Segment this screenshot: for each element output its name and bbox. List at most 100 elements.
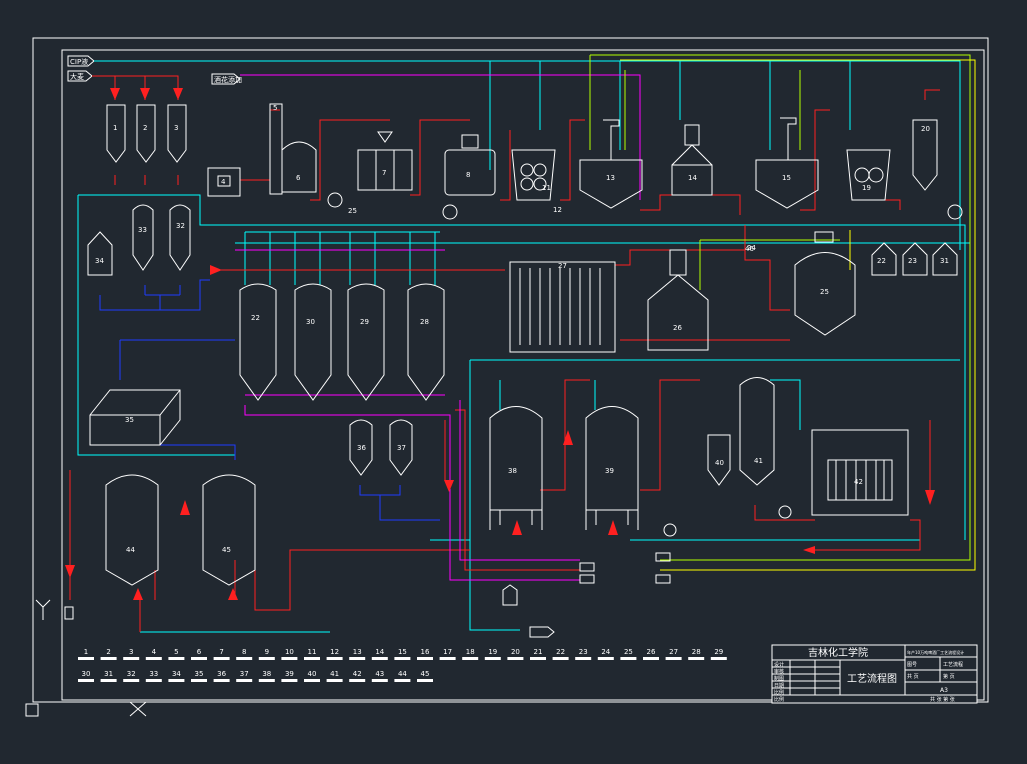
- legend-bar: [123, 679, 140, 682]
- yeast-tank-36: [349, 419, 373, 476]
- right-label-2: 工艺流程: [943, 661, 963, 668]
- legend-number: 35: [195, 670, 204, 678]
- label-4: 4: [221, 178, 226, 186]
- fermenter-30: [294, 283, 332, 401]
- label-46: 46: [745, 245, 754, 253]
- fan-20b: [947, 204, 963, 220]
- sheet-size: A3: [940, 687, 948, 694]
- legend-number: 31: [104, 670, 113, 678]
- title-block: 吉林化工学院 工艺流程图 年产10万吨啤酒厂工艺流程设计 A3 设计 审核 制图…: [771, 644, 978, 704]
- outlet-4: [655, 574, 671, 584]
- legend-bar: [145, 657, 162, 660]
- tank-6: [281, 141, 317, 193]
- silo-1: [106, 104, 126, 163]
- tank-38-legs: [489, 510, 543, 530]
- label-8: 8: [466, 171, 470, 179]
- legend-bar: [507, 657, 524, 660]
- legend-number: 27: [669, 648, 678, 656]
- whirlpool-26: [647, 274, 709, 351]
- legend-bar: [575, 657, 592, 660]
- label-29: 29: [360, 318, 369, 326]
- label-22: 22: [877, 257, 886, 265]
- label-19: 19: [862, 184, 871, 192]
- yeast-tank-25-top: [814, 231, 834, 243]
- kettle-15-agitator: [780, 117, 797, 160]
- legend-number: 34: [172, 670, 181, 678]
- fermenter-21: [239, 283, 277, 401]
- mash-tun-13: [579, 159, 643, 209]
- legend-bar: [78, 657, 94, 660]
- legend-number: 3: [129, 648, 133, 656]
- legend-bar: [281, 679, 298, 682]
- outlet-6: [529, 626, 555, 638]
- label-24: 24: [747, 244, 756, 252]
- legend-bar: [665, 657, 682, 660]
- brine-lines: [99, 279, 440, 521]
- right-label-1: 图号: [907, 662, 917, 668]
- drawing-title: 工艺流程图: [847, 672, 897, 685]
- bright-tank-45: [202, 474, 256, 586]
- label-37: 37: [397, 444, 406, 452]
- pipe-network: [69, 54, 976, 633]
- mill-19: [846, 149, 891, 201]
- label-31: 31: [940, 257, 949, 265]
- inlet-tag-cip: CIP液: [67, 55, 95, 67]
- inner-frame: [61, 49, 985, 701]
- legend-bar: [643, 657, 659, 660]
- outlet-2: [579, 574, 595, 584]
- label-21: 22: [251, 314, 260, 322]
- legend-bar: [258, 679, 275, 682]
- label-6: 6: [296, 174, 301, 182]
- legend-number: 30: [82, 670, 91, 678]
- plate-cooler-27: [509, 261, 616, 353]
- legend-number: 1: [84, 648, 88, 656]
- filter-press-42: [811, 429, 909, 516]
- legend-bar: [236, 657, 253, 660]
- legend-bar: [371, 657, 388, 660]
- legend-number: 14: [375, 648, 384, 656]
- label-25: 25: [820, 288, 829, 296]
- legend-number: 43: [375, 670, 384, 678]
- legend-number: 40: [308, 670, 317, 678]
- legend-number: 38: [262, 670, 271, 678]
- legend-number: 24: [601, 648, 610, 656]
- label-3: 3: [174, 124, 178, 132]
- roller-a: [520, 163, 534, 177]
- legend-bar: [326, 679, 343, 682]
- y-axis-icon: [35, 599, 51, 620]
- fan-8b: [442, 204, 458, 220]
- legend-number: 12: [330, 648, 339, 656]
- x-axis-icon: [129, 701, 147, 717]
- legend-number: 44: [398, 670, 407, 678]
- roller-b: [533, 163, 547, 177]
- right-label-4: 第 页: [943, 673, 955, 680]
- legend-bar: [236, 679, 253, 682]
- label-40: 40: [715, 459, 724, 467]
- legend-number: 10: [285, 648, 294, 656]
- silo-20: [912, 119, 938, 191]
- label-28: 28: [420, 318, 429, 326]
- legend-bar: [597, 657, 614, 660]
- legend-bar: [191, 657, 207, 660]
- label-36: 36: [357, 444, 366, 452]
- legend-bar: [145, 679, 162, 682]
- legend-bar: [100, 679, 117, 682]
- flow-arrows: [65, 88, 935, 600]
- roller-c: [520, 177, 534, 191]
- legend-number: 37: [240, 670, 249, 678]
- row-label-2: 审核: [774, 668, 784, 675]
- right-label-3: 共 页: [907, 673, 919, 680]
- label-33: 33: [138, 226, 147, 234]
- mash-tun-13-agitator: [603, 119, 620, 160]
- silo-3: [167, 104, 187, 163]
- label-45: 45: [222, 546, 231, 554]
- tank-39-legs: [585, 510, 639, 530]
- legend-bar: [371, 679, 388, 682]
- outlet-7: [64, 606, 74, 620]
- legend-number: 13: [353, 648, 362, 656]
- legend-bar: [417, 657, 433, 660]
- kettle-15: [755, 159, 819, 209]
